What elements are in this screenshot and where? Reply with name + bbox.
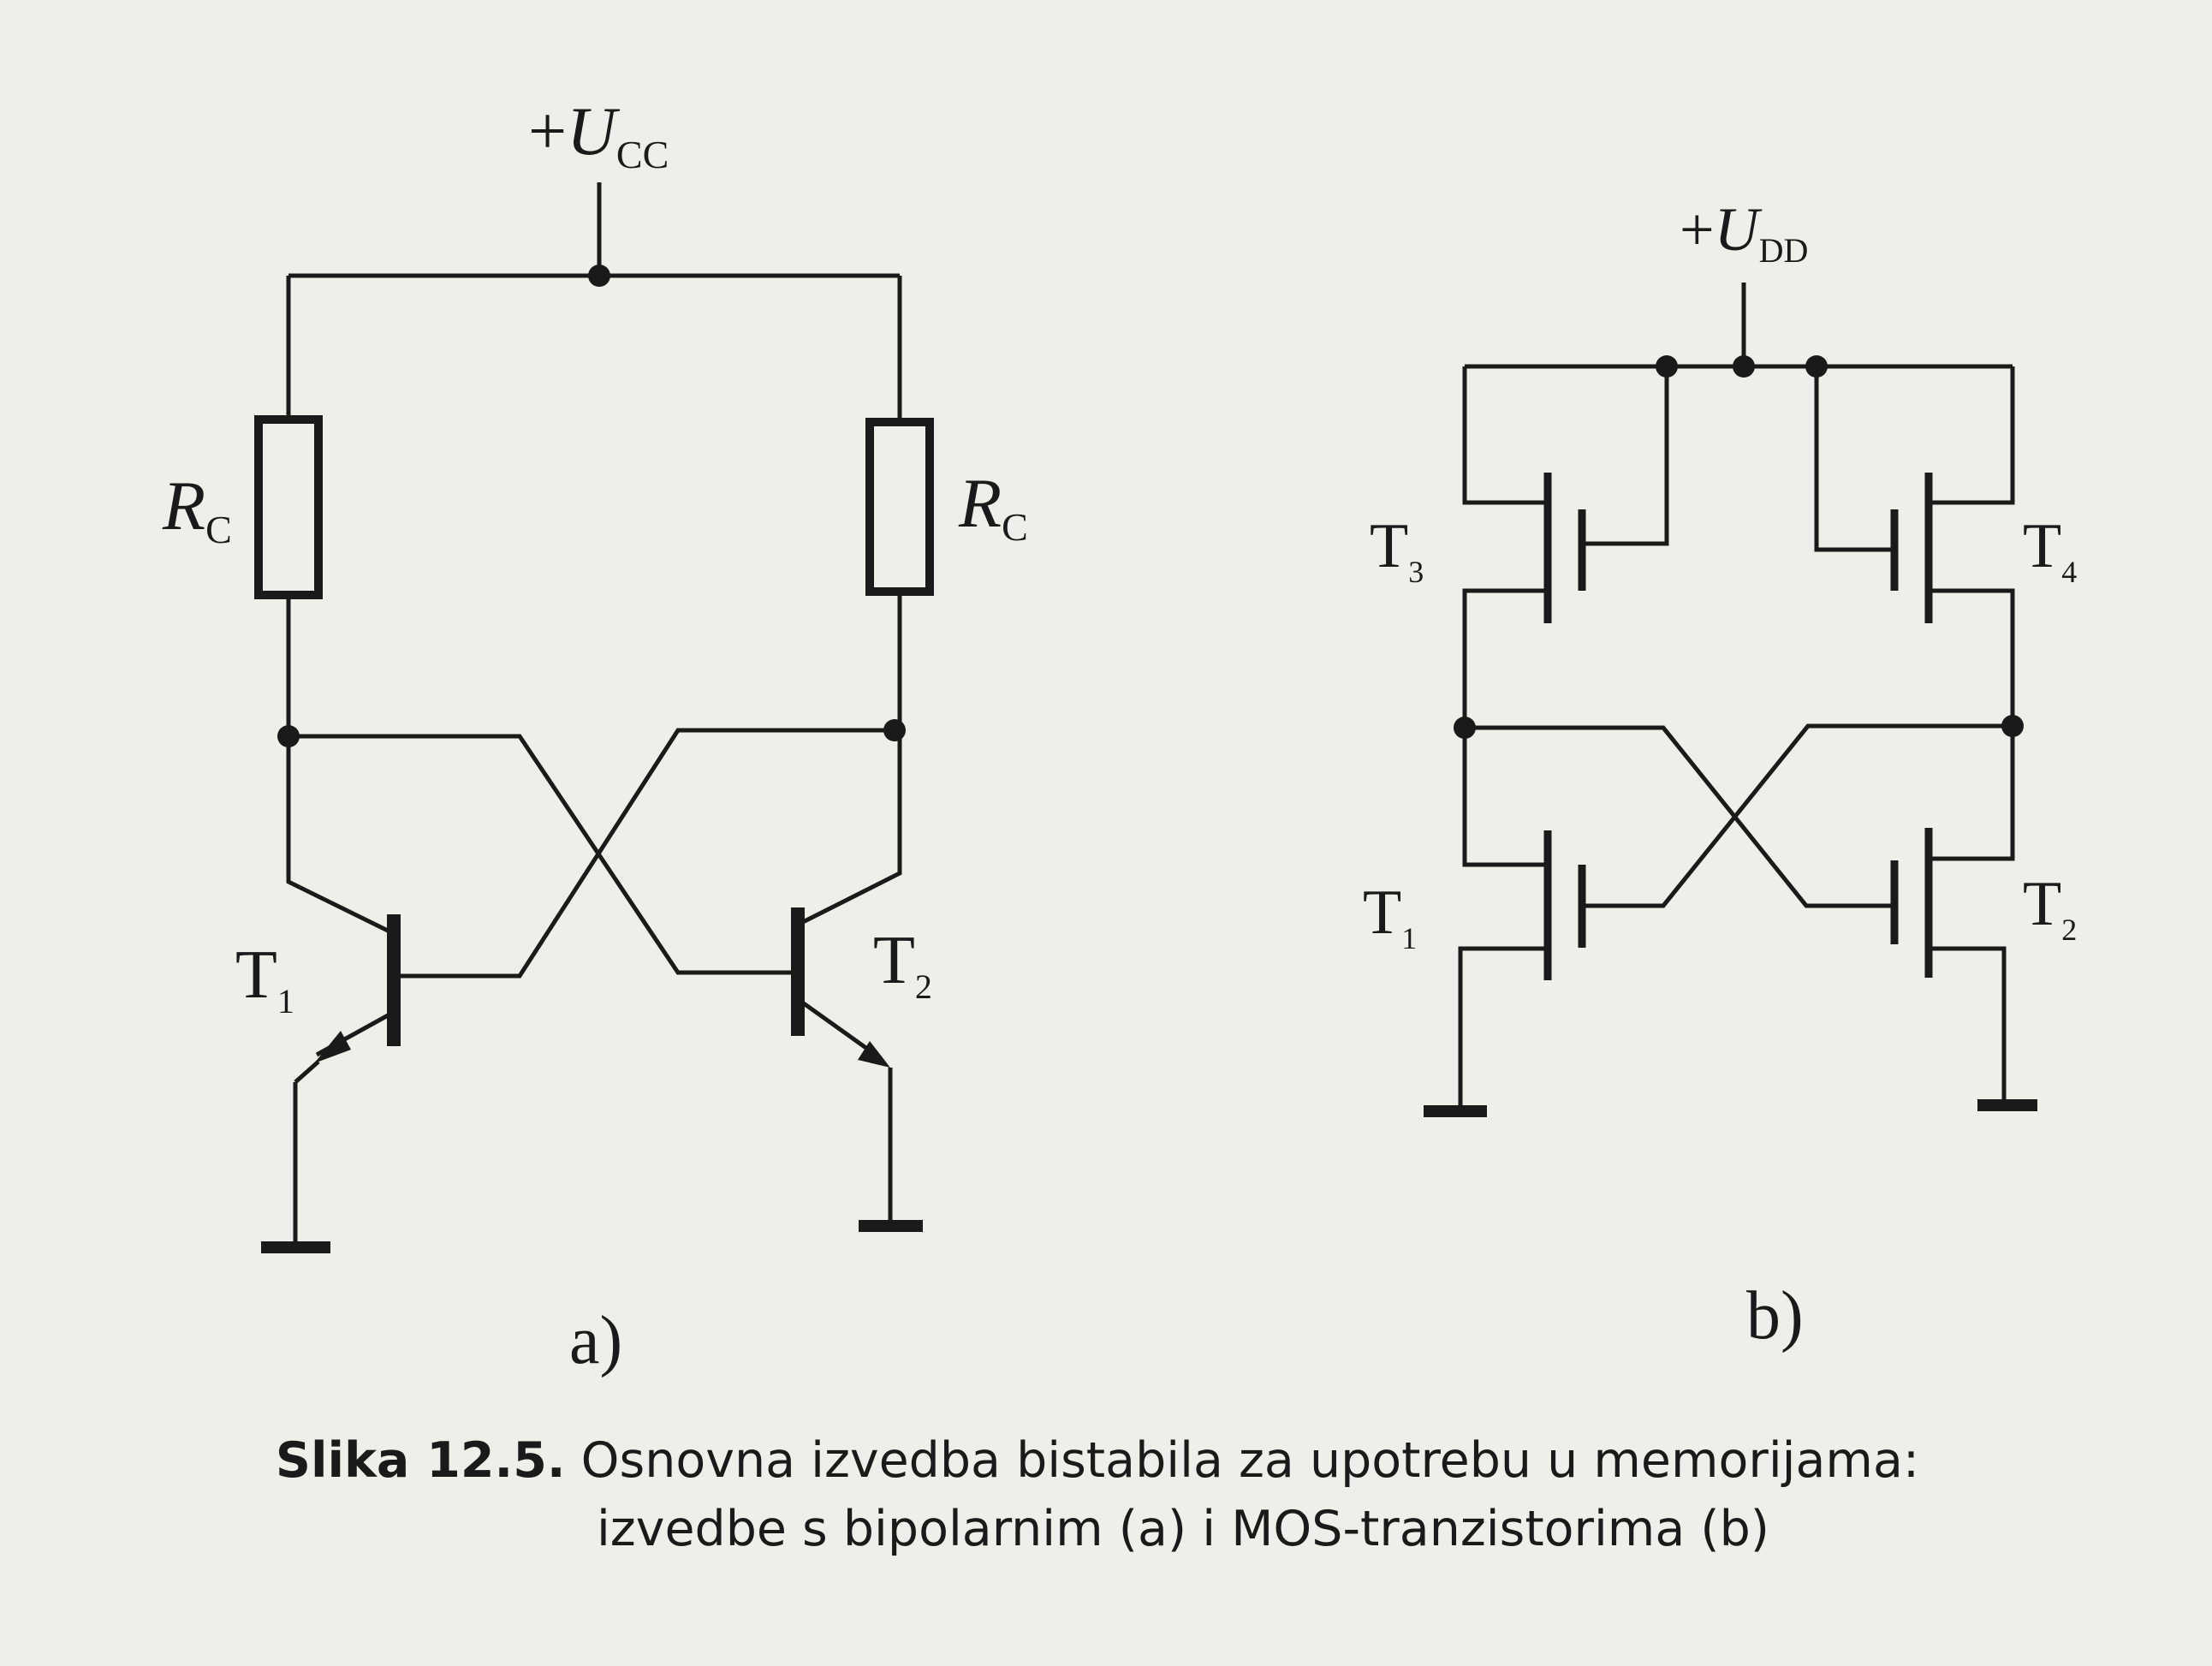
t1-label-a: T1 [235,937,294,1020]
t4-label: T4 [2023,511,2077,589]
caption-line-1: Slika 12.5. Osnovna izvedba bistabila za… [276,1432,1919,1489]
caption-line-2: izvedbe s bipolarnim (a) i MOS-tranzisto… [597,1501,1769,1557]
left-collector-branch [254,276,391,934]
panel-label-b: b) [1746,1278,1804,1354]
circuit-b-mos: +UDD T3 T4 [1363,195,2077,1354]
caption-label: Slika 12.5. [276,1432,566,1489]
resistor-rc-right [865,418,934,596]
udd-supply-wire [1465,283,2013,378]
t1-label-b: T1 [1363,878,1417,955]
transistor-t2-mos [1890,726,2037,1111]
cross-coupling-b [1465,723,2013,908]
panel-label-a: a) [569,1303,622,1378]
right-collector-branch [796,276,934,927]
figure-caption: Slika 12.5. Osnovna izvedba bistabila za… [276,1432,1919,1557]
transistor-t3-mos [1462,366,1669,728]
circuit-a-bipolar: +UCC RC RC [162,94,1028,1378]
resistor-rc-left [254,415,323,599]
t2-label-a: T2 [873,923,932,1006]
ucc-supply-label: +UCC [528,94,669,176]
transistor-t1-bipolar [261,914,401,1253]
t2-label-b: T2 [2023,869,2077,947]
udd-supply-label: +UDD [1680,195,1808,270]
cross-coupling-a [288,728,895,979]
caption-line-1-text: Osnovna izvedba bistabila za upotrebu u … [581,1432,1919,1489]
rc-right-label: RC [958,464,1028,549]
transistor-t2-bipolar [791,907,923,1232]
transistor-t4-mos [1814,366,2015,726]
rc-left-label: RC [162,467,232,551]
transistor-t1-mos [1424,728,1586,1117]
ucc-supply-wire [288,182,900,287]
t3-label: T3 [1370,511,1424,589]
